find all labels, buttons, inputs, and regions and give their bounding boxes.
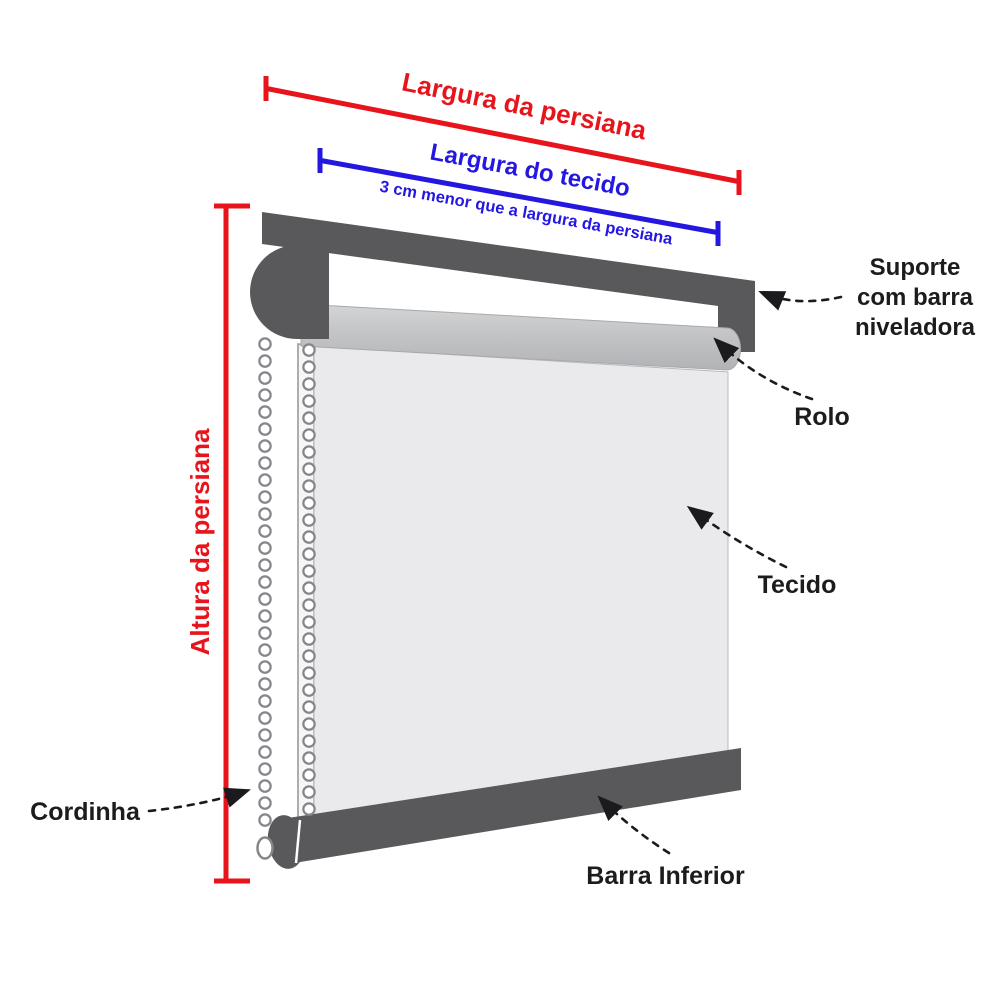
suporte-label-line1: Suporte <box>869 254 961 281</box>
barra-inferior-label: Barra Inferior <box>586 862 745 890</box>
width-bracket-red <box>263 76 742 195</box>
cordinha-arrow <box>147 787 251 813</box>
callout-arrows <box>147 291 843 855</box>
bead-chain <box>256 337 316 860</box>
top-rail-and-support-bracket <box>262 212 755 352</box>
height-bracket-red <box>214 203 250 884</box>
barra-inferior-arrow <box>597 795 671 855</box>
fabric-panel <box>313 345 729 825</box>
tecido-arrow <box>686 505 788 569</box>
roller-tube <box>300 303 741 371</box>
rolo-arrow <box>713 337 814 401</box>
suporte-label-line2: com barra <box>856 284 974 311</box>
chain-connector <box>256 836 274 860</box>
tecido-label: Tecido <box>757 571 837 599</box>
bottom-bar <box>288 748 741 864</box>
bottom-bar-cap-seam <box>294 819 302 864</box>
suporte-label: Suporte com barra niveladora <box>830 253 1000 343</box>
altura-persiana-label: Altura da persiana <box>185 428 216 656</box>
fabric-width-bracket-blue <box>317 148 721 246</box>
cordinha-label: Cordinha <box>30 798 140 826</box>
rolo-label: Rolo <box>794 403 850 431</box>
suporte-arrow <box>758 291 843 311</box>
clutch-end-cap <box>250 245 329 339</box>
suporte-label-line3: niveladora <box>854 314 976 341</box>
